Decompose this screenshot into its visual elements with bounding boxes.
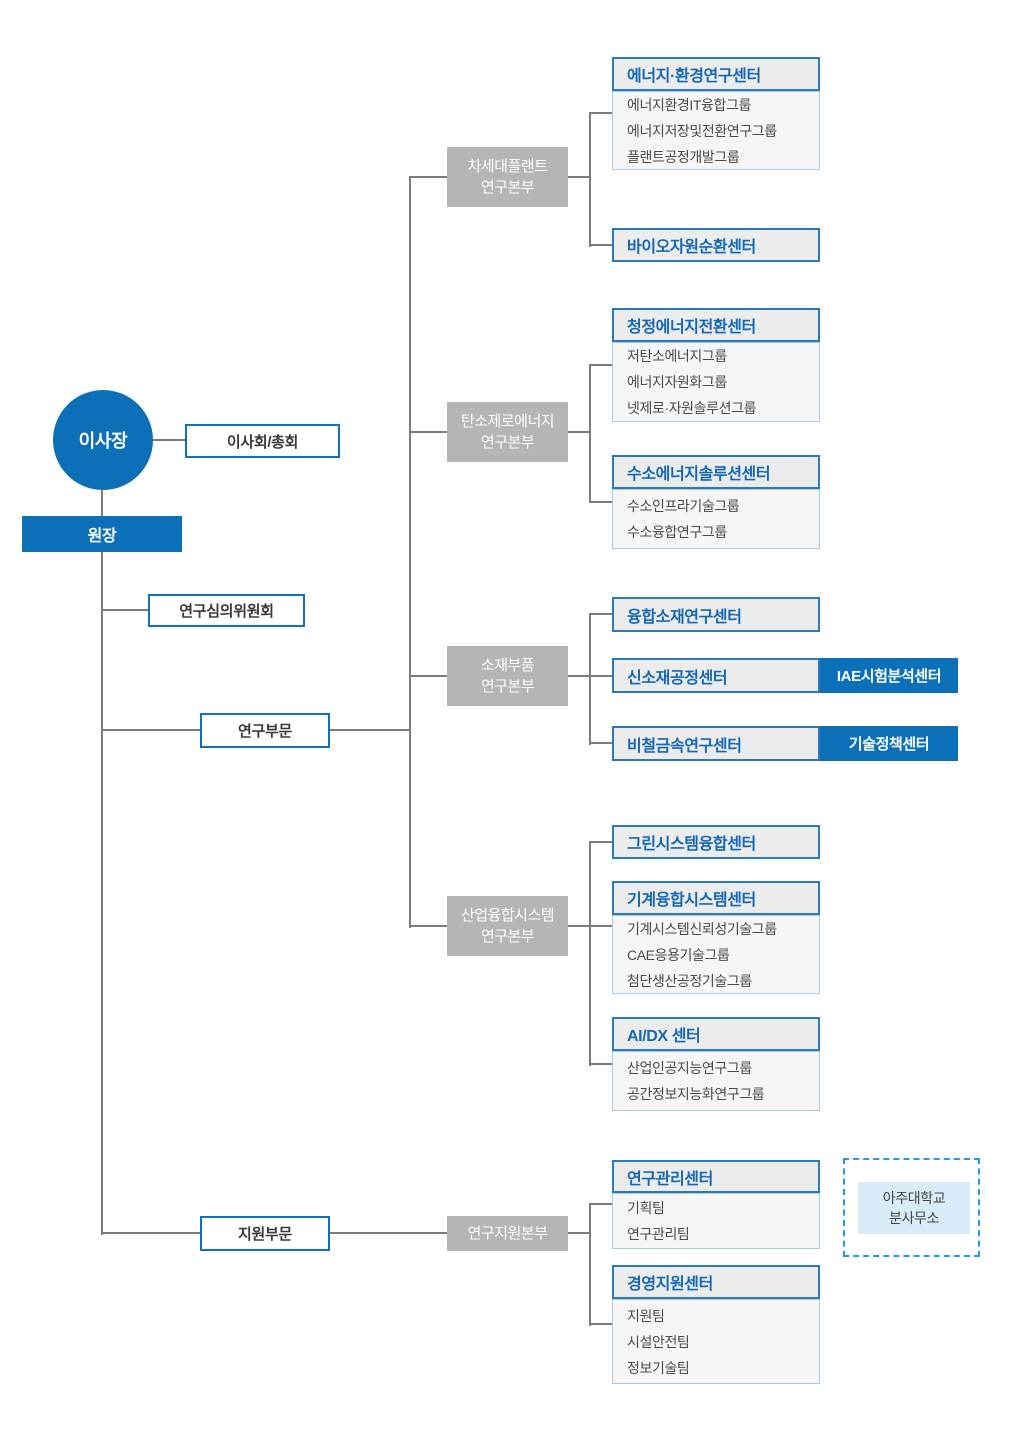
connector-line	[102, 1232, 200, 1234]
connector-line	[568, 1232, 590, 1234]
center-technology-policy: 기술정책센터	[820, 726, 958, 761]
connector-line	[409, 176, 411, 928]
group-item: 넷제로·자원솔루션그룹	[627, 400, 757, 416]
node-chairman: 이사장	[53, 390, 153, 490]
center-green-system-convergence: 그린시스템융합센터	[612, 825, 820, 859]
node-research-review-committee: 연구심의위원회	[148, 594, 305, 627]
connector-line	[589, 1203, 591, 1326]
division-research-support: 연구지원본부	[447, 1216, 568, 1251]
node-board-general-meeting: 이사회/총회	[185, 424, 340, 458]
connector-line	[102, 729, 200, 731]
center-convergence-materials: 융합소재연구센터	[612, 597, 820, 632]
connector-line	[410, 925, 447, 927]
group-item: 저탄소에너지그룹	[627, 348, 727, 364]
node-support-division: 지원부문	[200, 1216, 330, 1251]
group-list-hydrogen-energy: 수소인프라기술그룹 수소융합연구그룹	[612, 489, 820, 549]
connector-line	[590, 841, 612, 843]
group-item: CAE응용기술그룹	[627, 946, 730, 963]
center-nonferrous-metals: 비철금속연구센터	[612, 726, 820, 761]
connector-line	[590, 742, 612, 744]
team-list-management-support: 지원팀 시설안전팀 정보기술팀	[612, 1299, 820, 1384]
connector-line	[568, 925, 612, 927]
connector-line	[590, 613, 612, 615]
division-carbon-zero-energy: 탄소제로에너지 연구본부	[447, 402, 568, 462]
center-bio-resource-circulation: 바이오자원순환센터	[612, 228, 820, 262]
connector-line	[589, 613, 591, 745]
center-management-support: 경영지원센터	[612, 1265, 820, 1299]
connector-line	[590, 364, 612, 366]
group-item: 플랜트공정개발그룹	[627, 148, 740, 165]
connector-line	[590, 1203, 612, 1205]
group-item: 기계시스템신뢰성기술그룹	[627, 920, 777, 937]
connector-line	[410, 675, 447, 677]
connector-line	[410, 431, 447, 433]
connector-line	[568, 675, 612, 677]
center-iae-test-analysis: IAE시험분석센터	[820, 658, 958, 693]
connector-line	[330, 729, 411, 731]
connector-line	[590, 501, 612, 503]
connector-line	[410, 176, 447, 178]
connector-line	[568, 431, 590, 433]
connector-line	[152, 439, 185, 441]
division-materials-components: 소재부품 연구본부	[447, 646, 568, 706]
group-item: 수소융합연구그룹	[627, 524, 727, 540]
connector-line	[568, 176, 590, 178]
connector-line	[590, 1323, 612, 1325]
group-list-ai-dx: 산업인공지능연구그룹 공간정보지능화연구그룹	[612, 1051, 820, 1111]
connector-line	[330, 1232, 447, 1234]
team-item: 정보기술팀	[627, 1359, 690, 1376]
center-ai-dx: AI/DX 센터	[612, 1017, 820, 1051]
center-new-material-process: 신소재공정센터	[612, 658, 820, 693]
connector-line	[589, 112, 591, 247]
center-clean-energy-transition: 청정에너지전환센터	[612, 308, 820, 342]
connector-line	[590, 112, 612, 114]
center-hydrogen-energy-solution: 수소에너지솔루션센터	[612, 455, 820, 489]
group-item: 에너지자원화그룹	[627, 374, 727, 390]
center-research-management: 연구관리센터	[612, 1160, 820, 1193]
node-president: 원장	[22, 516, 182, 552]
team-item: 시설안전팀	[627, 1333, 690, 1350]
team-list-research-management: 기획팀 연구관리팀	[612, 1193, 820, 1249]
group-item: 에너지환경IT융합그룹	[627, 96, 751, 113]
connector-line	[590, 1063, 612, 1065]
group-item: 산업인공지능연구그룹	[627, 1060, 752, 1076]
division-industrial-convergence-systems: 산업융합시스템 연구본부	[447, 896, 568, 956]
node-research-division: 연구부문	[200, 713, 330, 748]
group-item: 에너지저장및전환연구그룹	[627, 122, 777, 139]
connector-line	[589, 364, 591, 503]
connector-line	[589, 841, 591, 1066]
node-ajou-university-branch-office: 아주대학교 분사무소	[858, 1182, 970, 1234]
group-list-clean-energy: 저탄소에너지그룹 에너지자원화그룹 넷제로·자원솔루션그룹	[612, 342, 820, 422]
team-item: 연구관리팀	[627, 1226, 690, 1242]
connector-line	[102, 609, 148, 611]
connector-line	[101, 552, 103, 1235]
team-item: 기획팀	[627, 1200, 665, 1216]
division-next-gen-plant: 차세대플랜트 연구본부	[447, 147, 568, 207]
group-item: 수소인프라기술그룹	[627, 498, 740, 514]
group-list-mechanical-convergence: 기계시스템신뢰성기술그룹 CAE응용기술그룹 첨단생산공정기술그룹	[612, 915, 820, 994]
group-item: 첨단생산공정기술그룹	[627, 972, 752, 989]
group-list-energy-environment: 에너지환경IT융합그룹 에너지저장및전환연구그룹 플랜트공정개발그룹	[612, 91, 820, 170]
team-item: 지원팀	[627, 1307, 665, 1324]
center-mechanical-convergence-system: 기계융합시스템센터	[612, 881, 820, 915]
connector-line	[101, 490, 103, 516]
center-energy-environment: 에너지·환경연구센터	[612, 57, 820, 91]
group-item: 공간정보지능화연구그룹	[627, 1086, 765, 1102]
connector-line	[590, 244, 612, 246]
